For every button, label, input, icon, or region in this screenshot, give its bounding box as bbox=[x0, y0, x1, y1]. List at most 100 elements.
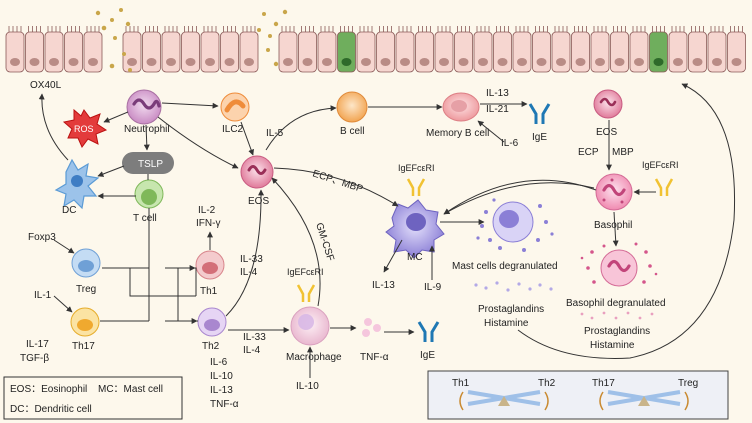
cell-nucleus bbox=[517, 58, 527, 66]
baso-receptor-label: IgEFcεRI bbox=[642, 160, 679, 170]
cell-nucleus bbox=[478, 58, 488, 66]
cell-nucleus bbox=[29, 58, 40, 66]
cell-nucleus bbox=[614, 58, 625, 66]
legend-dc: DC：Dendritic cell bbox=[10, 404, 92, 415]
th2-cytokine-3: IL-13 bbox=[210, 385, 233, 396]
il4-lower-label: IL-4 bbox=[243, 345, 261, 356]
cell-nucleus bbox=[556, 58, 566, 66]
th1-label: Th1 bbox=[200, 286, 218, 297]
baso-mediator-dots bbox=[580, 311, 654, 320]
eos-right-label: EOS bbox=[596, 127, 617, 138]
mc-label: MC bbox=[407, 252, 423, 263]
abbreviation-legend: EOS：Eosinophil MC：Mast cell DC：Dendritic… bbox=[3, 376, 183, 420]
mast-cell bbox=[385, 199, 445, 259]
t-cell bbox=[134, 179, 164, 209]
il21-label: IL-21 bbox=[486, 104, 509, 115]
legend-mc: MC：Mast cell bbox=[98, 384, 163, 395]
th2-cytokine-2: IL-10 bbox=[210, 371, 233, 382]
cell-nucleus bbox=[380, 58, 391, 66]
cell-nucleus bbox=[575, 58, 586, 66]
histamine-right-label: Histamine bbox=[590, 340, 635, 351]
il9-label: IL-9 bbox=[424, 282, 442, 293]
cell-nucleus bbox=[49, 58, 59, 66]
cell-nucleus bbox=[497, 58, 508, 66]
balance-treg: Treg bbox=[678, 378, 698, 389]
cell-nucleus bbox=[341, 58, 352, 66]
ilc2-cell bbox=[220, 92, 250, 122]
basophil-label: Basophil bbox=[594, 220, 632, 231]
il10-label: IL-10 bbox=[296, 381, 319, 392]
il6-top-label: IL-6 bbox=[501, 138, 519, 149]
cell-nucleus bbox=[361, 58, 371, 66]
ige-bottom-label: IgE bbox=[420, 350, 435, 361]
th2-cell bbox=[197, 307, 227, 337]
b-cell bbox=[336, 91, 368, 123]
th1-cell bbox=[195, 250, 225, 280]
cell-nucleus bbox=[146, 58, 157, 66]
tgfb-label: TGF-β bbox=[20, 353, 49, 364]
tnf-dots bbox=[362, 318, 381, 337]
eos-right-cell bbox=[593, 89, 623, 119]
balance-th2: Th2 bbox=[538, 378, 556, 389]
cell-nucleus bbox=[595, 58, 605, 66]
ige-top-icon bbox=[528, 103, 551, 124]
ilc2-label: ILC2 bbox=[222, 124, 244, 135]
balance-th1: Th1 bbox=[452, 378, 470, 389]
eos-center-cell bbox=[240, 155, 274, 189]
mbp-right-label: MBP bbox=[612, 147, 634, 158]
mc-receptor-icon bbox=[406, 178, 426, 196]
dendritic-cell bbox=[54, 158, 100, 210]
tslp-label: TSLP bbox=[138, 159, 163, 170]
cell-nucleus bbox=[322, 58, 332, 66]
cell-nucleus bbox=[185, 58, 196, 66]
il33-upper-label: IL-33 bbox=[240, 254, 263, 265]
basophil-cell bbox=[595, 173, 633, 211]
mc-receptor-label: IgEFcεRI bbox=[398, 163, 435, 173]
macrophage-label: Macrophage bbox=[286, 352, 342, 363]
cell-nucleus bbox=[400, 58, 410, 66]
cell-nucleus bbox=[439, 58, 449, 66]
memory-b-cell bbox=[442, 92, 480, 122]
cell-nucleus bbox=[419, 58, 430, 66]
th17-cell bbox=[70, 307, 100, 337]
cell-nucleus bbox=[127, 58, 137, 66]
ros-burst: ROS bbox=[62, 108, 108, 148]
dc-label: DC bbox=[62, 205, 76, 216]
th17-label: Th17 bbox=[72, 341, 95, 352]
eos-center-label: EOS bbox=[248, 196, 269, 207]
legend-eos: EOS：Eosinophil bbox=[10, 384, 87, 395]
epithelium-layer bbox=[5, 26, 746, 73]
histamine-left-label: Histamine bbox=[484, 318, 529, 329]
il4-upper-label: IL-4 bbox=[240, 267, 258, 278]
cell-nucleus bbox=[68, 58, 79, 66]
cell-nucleus bbox=[244, 58, 254, 66]
secretion-dots bbox=[95, 8, 288, 72]
il13-top-label: IL-13 bbox=[486, 88, 509, 99]
cell-nucleus bbox=[224, 58, 235, 66]
macrophage-cell bbox=[290, 306, 330, 346]
ecp-right-label: ECP bbox=[578, 147, 599, 158]
cell-nucleus bbox=[166, 58, 176, 66]
il17-label: IL-17 bbox=[26, 339, 49, 350]
pathway-arrows bbox=[38, 83, 736, 378]
macrophage-receptor-icon bbox=[296, 284, 316, 302]
neutrophil-cell bbox=[126, 89, 162, 125]
cell-nucleus bbox=[692, 58, 703, 66]
neutrophil-label: Neutrophil bbox=[124, 124, 170, 135]
prostaglandins-left-label: Prostaglandins bbox=[478, 304, 544, 315]
cell-nucleus bbox=[88, 58, 98, 66]
bcell-label: B cell bbox=[340, 126, 364, 137]
foxp3-label: Foxp3 bbox=[28, 232, 56, 243]
ros-label: ROS bbox=[74, 124, 94, 134]
th2-cytokine-1: IL-6 bbox=[210, 357, 228, 368]
mast-degranulated-cell bbox=[476, 198, 554, 252]
th1-th2-balance: Th1 Th2 bbox=[452, 378, 556, 411]
il1-label: IL-1 bbox=[34, 290, 52, 301]
treg-label: Treg bbox=[76, 284, 96, 295]
mast-degranulated-label: Mast cells degranulated bbox=[452, 261, 558, 272]
memory-bcell-label: Memory B cell bbox=[426, 128, 489, 139]
tcell-label: T cell bbox=[133, 213, 157, 224]
cell-nucleus bbox=[458, 58, 469, 66]
treg-cell bbox=[71, 248, 101, 278]
